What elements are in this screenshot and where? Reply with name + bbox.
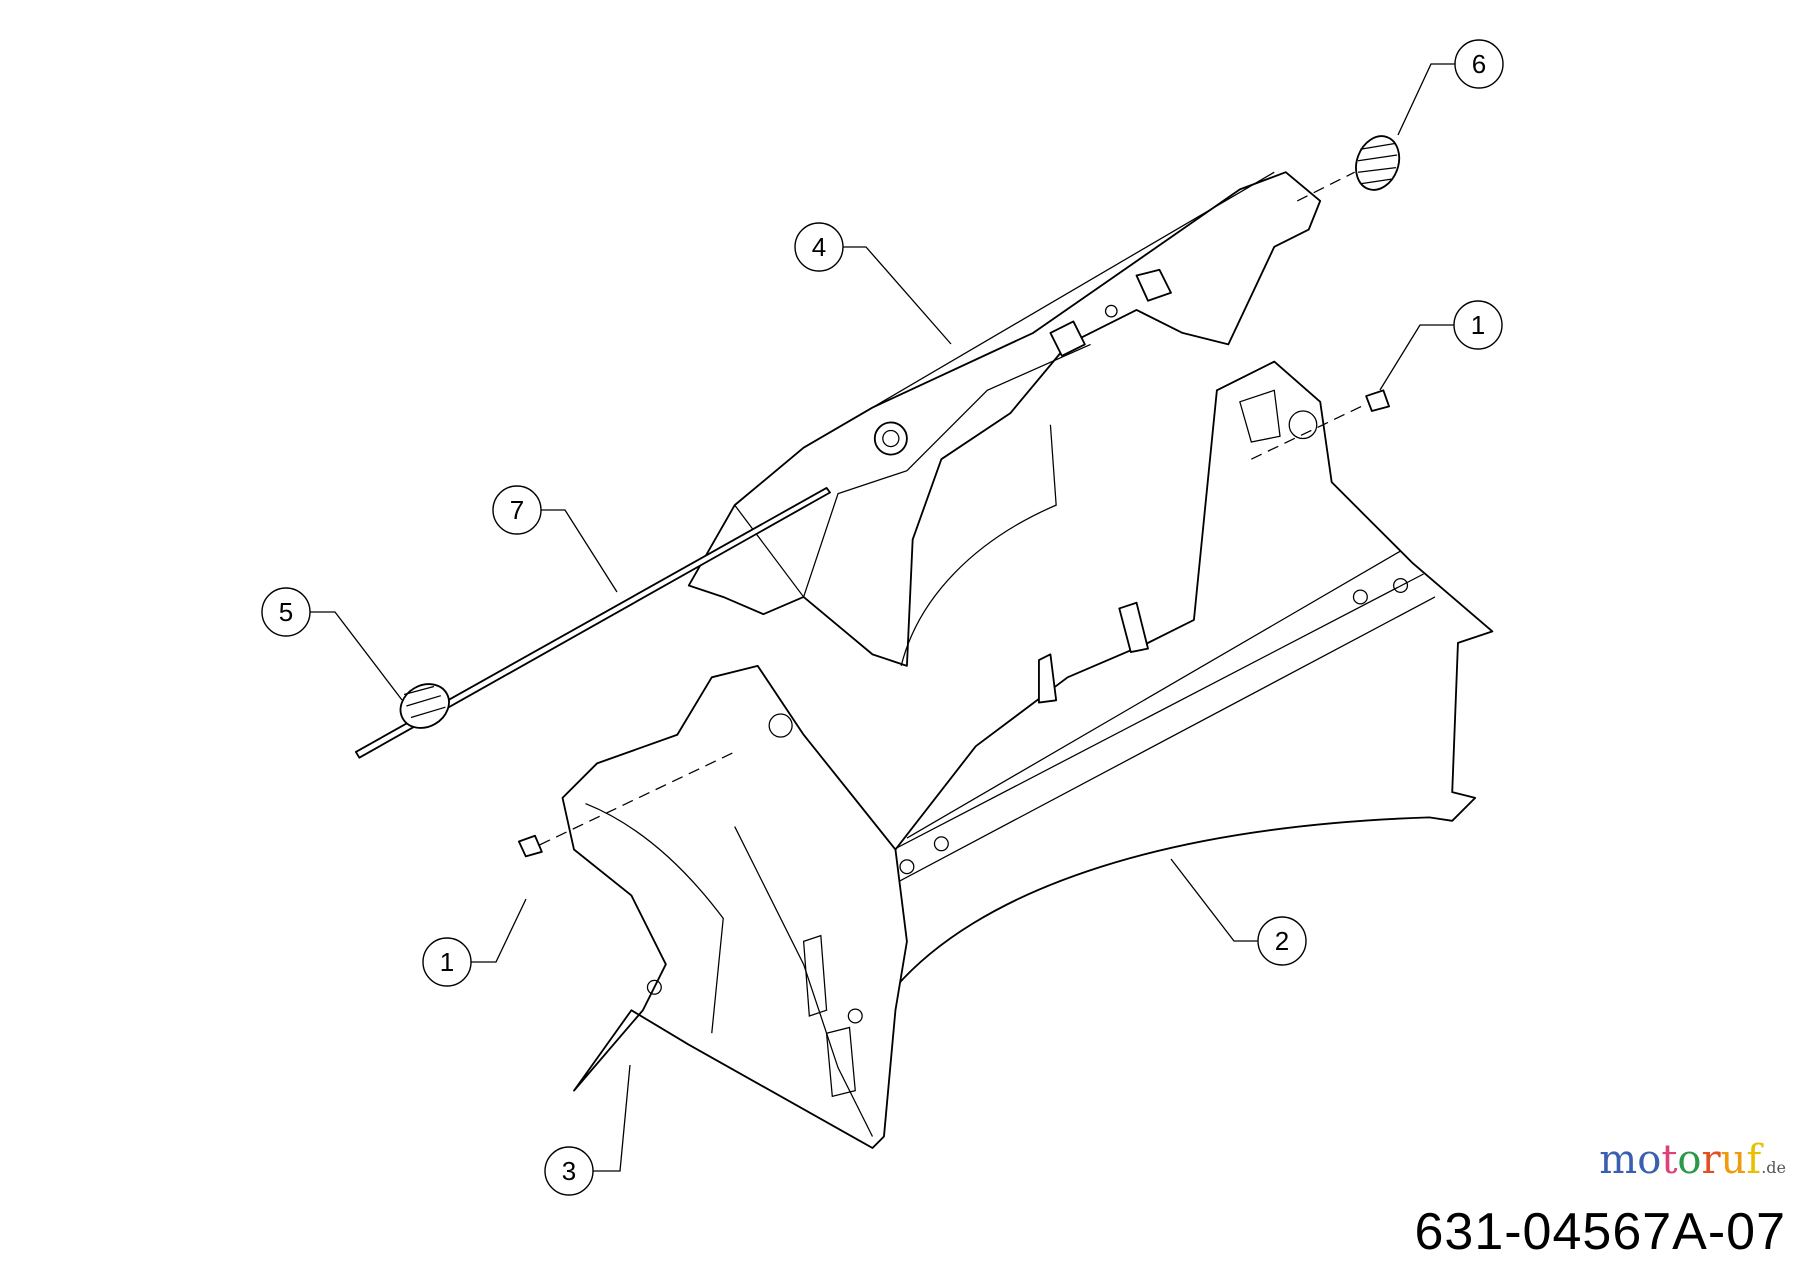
part-spring-left [399, 683, 450, 729]
callout-2: 2 [1170, 858, 1307, 966]
callout-label: 6 [1472, 49, 1486, 79]
callout-label: 1 [1471, 310, 1485, 340]
part-rod [354, 486, 831, 759]
drawing-number: 631-04567A-07 [1414, 1203, 1786, 1261]
part-side-frame [561, 664, 908, 1149]
part-rear-flap [687, 171, 1322, 667]
part-nut-bottom [517, 751, 735, 858]
callout-1-top: 1 [1379, 300, 1503, 391]
watermark-logo: motoruf.de [1599, 1136, 1786, 1192]
callout-label: 5 [279, 597, 293, 627]
part-nut-top [1251, 389, 1390, 460]
watermark-letter: t [1661, 1137, 1678, 1183]
callout-6: 6 [1397, 39, 1504, 136]
watermark-letter: o [1677, 1137, 1702, 1183]
watermark-letter: u [1720, 1137, 1747, 1183]
part-spring-right [1296, 135, 1401, 202]
watermark-letter: f [1746, 1137, 1762, 1183]
callout-1-bottom: 1 [422, 898, 527, 987]
callout-3: 3 [544, 1064, 631, 1196]
watermark-suffix: .de [1761, 1158, 1786, 1177]
watermark-letter: r [1701, 1137, 1721, 1183]
callout-label: 7 [510, 495, 524, 525]
callout-label: 4 [812, 232, 826, 262]
callout-label: 2 [1275, 926, 1289, 956]
callout-label: 3 [562, 1156, 576, 1186]
watermark-letter: o [1637, 1137, 1662, 1183]
watermark-letter: m [1599, 1137, 1638, 1183]
callout-4: 4 [794, 222, 952, 345]
callout-7: 7 [492, 485, 618, 593]
callout-5: 5 [261, 587, 403, 701]
callout-label: 1 [440, 947, 454, 977]
